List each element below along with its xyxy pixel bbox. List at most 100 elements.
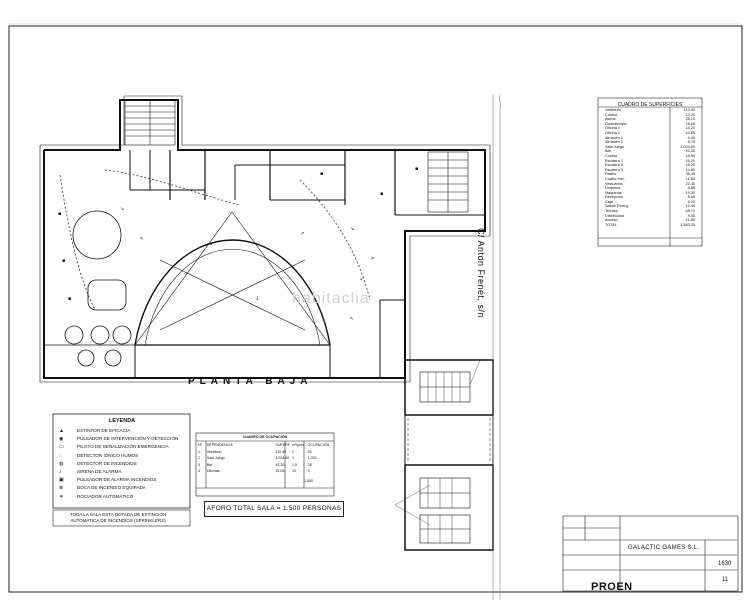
occupancy-cell: 1.024,60 [275, 456, 290, 460]
legend-item: ⊗BOCA DE INCENDIO EQUIPADA [57, 484, 187, 492]
surface-name: Vestuarios [605, 181, 623, 186]
occupancy-header-cell: SUPERF. [275, 443, 291, 447]
legend-item-label: SIRENA DE ALARMA [77, 468, 122, 474]
surface-name: Salida Emerg. [605, 204, 629, 209]
surface-row: Limpieza 4,85 [602, 186, 698, 191]
surface-value: 8,60 [687, 195, 695, 200]
legend-note-box [52, 509, 191, 527]
surface-row: Escalera 1 16,20 [602, 159, 698, 164]
sheet-number: 11 [722, 577, 729, 583]
surface-row: Oficina 1 14,20 [602, 126, 698, 131]
legend: LEYENDA ▲EXTINTOR DE EFICACIA◉PULSADOR D… [57, 418, 187, 501]
surface-value: 48,70 [685, 209, 695, 214]
surface-value: 1.024,60 [680, 144, 695, 149]
surface-row: Máquinas 19,30 [602, 191, 698, 196]
surface-row: Salida Emerg. 12,40 [602, 204, 698, 209]
surface-name: Vestíbulo [605, 108, 621, 112]
surface-value: 16,20 [685, 158, 695, 163]
surface-value: 15,60 [685, 121, 695, 126]
icon-emergency-light: ▭ [59, 444, 64, 451]
occupancy-cell: Sala Juego [206, 456, 225, 460]
surface-name: Limpieza [605, 186, 621, 191]
occupancy-title-row: CUADRO DE OCUPACIÓN [198, 434, 332, 442]
surface-value: 9,35 [687, 213, 695, 218]
sheet-border [8, 25, 743, 593]
round-tables [64, 210, 132, 367]
staircases [124, 99, 469, 213]
svg-text:↘: ↘ [120, 206, 124, 212]
legend-rows: ▲ EXTINTOR DE EFICACIA ◉PULSADOR DE INTERV… [57, 427, 187, 501]
surface-name: Escalera 1 [605, 158, 623, 163]
svg-text:▪: ▪ [380, 191, 383, 197]
surface-name: Oficina 1 [605, 126, 620, 131]
surface-name: Escalera 3 [605, 167, 623, 172]
occupancy-header-cell: OCUPACIÓN [307, 443, 330, 447]
legend-item-label: PULSADOR DE INTERVENCIÓN Y DETECCIÓN [77, 436, 179, 442]
surface-name: Almacén 1 [605, 135, 623, 140]
legend-item-label: BOCA DE INCENDIO EQUIPADA [77, 485, 146, 491]
plan-number: 1630 [718, 561, 732, 567]
surface-value: 9,40 [687, 135, 695, 140]
occupancy-cell: 1 [291, 456, 294, 460]
fire-symbols: ↙↘↙ ↖↗↓ ↘↖↗ ▪▪▪ ▪▪▪ [58, 166, 418, 322]
surface-value: 22,40 [685, 181, 695, 186]
occupancy-cell: 10 [291, 469, 296, 473]
legend-item-label: DETECTOR DE INCENDIOS [77, 460, 137, 466]
occupancy-total: 1.500 [304, 478, 313, 483]
occupancy-cell: 4 [198, 469, 200, 473]
legend-item: ▭PILOTO DE SEÑALIZACIÓN EMERGENCIA [57, 443, 187, 451]
legend-item: ◉PULSADOR DE INTERVENCIÓN Y DETECCIÓN [57, 435, 187, 443]
occupancy-header-cell: Nº [198, 443, 202, 447]
proen-logo: PROEN [591, 581, 633, 593]
svg-text:↗: ↗ [300, 231, 304, 237]
occupancy-title: CUADRO DE OCUPACIÓN [242, 435, 288, 439]
surface-value: 21,80 [685, 218, 695, 223]
surface-value: 18,90 [685, 153, 695, 158]
surface-name: Máquinas [605, 190, 622, 195]
surface-name: Caja [605, 199, 613, 204]
occupancy-cell: 1,5 [291, 462, 297, 467]
surface-value: 16,20 [685, 163, 695, 168]
legend-item-label: ROCIADOR AUTOMÁTICO [77, 493, 134, 499]
seating-curve [59, 169, 371, 311]
surface-name: Recepción [605, 195, 623, 200]
legend-item: ▲ EXTINTOR DE EFICACIA [57, 427, 187, 435]
icon-exit-sign: ▣ [59, 477, 64, 484]
surface-row: Almacén 1 9,40 [602, 136, 698, 141]
legend-item: ♪SIRENA DE ALARMA [57, 468, 187, 476]
capacity-note: AFORO TOTAL SALA = 1.500 PERSONAS [204, 501, 344, 517]
occupancy-cell: 42,30 [275, 462, 285, 467]
occupancy-cell: 1.024 [307, 456, 317, 460]
svg-text:↘: ↘ [350, 226, 354, 232]
surface-name: Terraza [605, 209, 618, 214]
surface-value: 36,45 [685, 172, 695, 177]
icon-extinguisher: ▲ [59, 428, 64, 434]
surface-value: 19,30 [685, 190, 695, 195]
surface-value: 4,85 [687, 186, 695, 191]
surface-value: 14,20 [685, 126, 695, 131]
occupancy-total-row: 1.500 [198, 478, 332, 485]
occupancy-cell: 28 [307, 462, 312, 467]
surface-name: Guardarropa [605, 121, 627, 126]
legend-item-label: EXTINTOR DE EFICACIA [77, 428, 131, 433]
icon-smoke-detector: ◌ [59, 452, 62, 459]
surface-name: Distribuidor [605, 213, 625, 218]
surface-row: Distribuidor 9,35 [602, 214, 698, 219]
surface-row: Recepción 8,60 [602, 195, 698, 200]
company-name: GALACTIC GAMES S.L. [628, 545, 700, 551]
legend-item: ✳ROCIADOR AUTOMÁTICO [57, 493, 187, 501]
surface-value: 12,40 [685, 204, 695, 209]
surface-row: Vestuarios 22,40 [602, 182, 698, 187]
surface-value: 42,30 [685, 149, 695, 154]
surface-value: 11,60 [685, 176, 695, 181]
occupancy-cell: Oficinas [206, 469, 220, 473]
